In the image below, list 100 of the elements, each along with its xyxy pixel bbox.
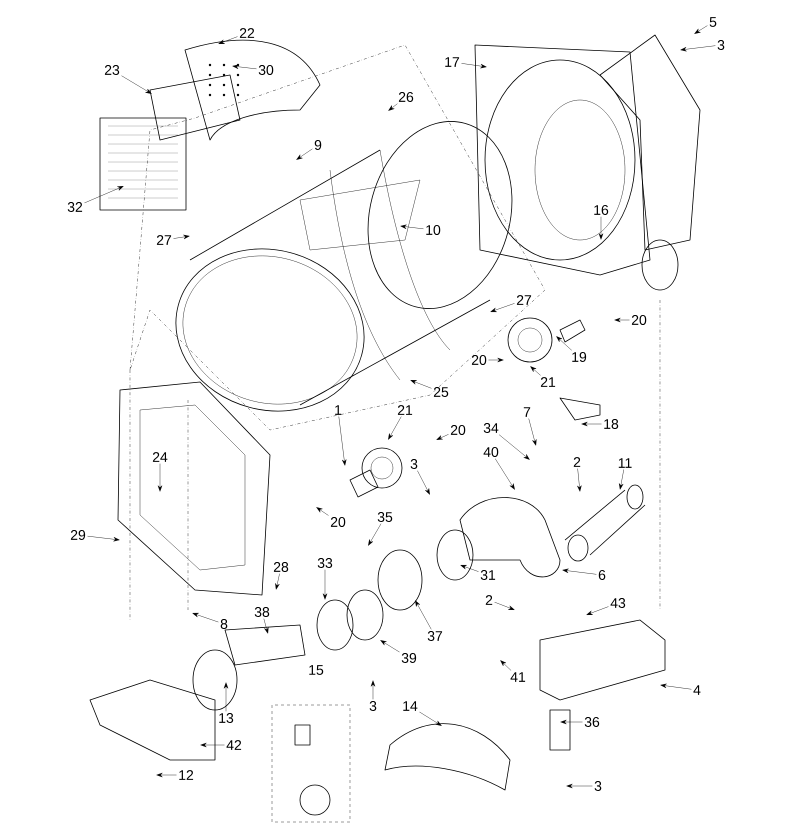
leader-line xyxy=(338,416,346,466)
leader-line xyxy=(388,416,402,440)
callout-number: 11 xyxy=(618,458,632,468)
leader-line xyxy=(581,422,602,426)
leader-line xyxy=(460,565,479,572)
callout-number: 38 xyxy=(254,607,270,617)
leader-line xyxy=(419,712,442,726)
leader-line xyxy=(498,434,530,460)
callout-number: 17 xyxy=(445,57,460,67)
leader-line xyxy=(370,680,376,700)
callout-number: 2 xyxy=(486,595,492,605)
leader-line xyxy=(488,358,504,362)
leader-line xyxy=(87,536,120,542)
leader-line xyxy=(410,380,432,389)
callout-number: 24 xyxy=(152,452,168,462)
leader-line xyxy=(598,216,604,240)
callout-number: 16 xyxy=(594,205,608,215)
leader-line xyxy=(322,569,328,600)
leader-line xyxy=(224,682,228,712)
callout-number: 25 xyxy=(434,387,448,397)
callout-number: 3 xyxy=(718,40,724,50)
leader-line xyxy=(660,684,692,690)
callout-number: 27 xyxy=(516,295,532,305)
leader-line xyxy=(495,458,515,490)
leader-line xyxy=(264,618,269,634)
callout-number: 3 xyxy=(410,459,418,469)
callout-number: 31 xyxy=(480,570,496,580)
callout-number: 13 xyxy=(219,713,234,723)
callout-number: 7 xyxy=(524,407,530,417)
callout-number: 42 xyxy=(226,740,242,750)
callout-number: 40 xyxy=(484,447,498,457)
leader-line xyxy=(500,660,512,671)
callout-number: 18 xyxy=(604,419,618,429)
leader-line xyxy=(528,418,537,446)
leader-line xyxy=(173,234,190,240)
leader-line xyxy=(577,468,582,492)
leader-line xyxy=(232,64,257,70)
callout-number: 15 xyxy=(309,665,324,675)
leader-line xyxy=(586,606,609,615)
callout-number: 20 xyxy=(632,315,646,325)
leader-line xyxy=(530,366,541,376)
callout-number: 20 xyxy=(472,355,486,365)
callout-number: 43 xyxy=(610,598,626,608)
callout-number: 36 xyxy=(584,717,600,727)
leader-line xyxy=(415,600,432,630)
callout-number: 39 xyxy=(402,653,416,663)
callout-number: 37 xyxy=(428,631,442,641)
leader-line xyxy=(614,318,630,322)
leader-line xyxy=(417,470,430,495)
callout-number: 34 xyxy=(484,423,498,433)
callout-number: 28 xyxy=(274,562,288,572)
leader-line xyxy=(560,720,583,724)
callout-number: 21 xyxy=(398,405,412,415)
leader-line xyxy=(461,63,487,68)
callout-number: 21 xyxy=(540,377,556,387)
leader-line xyxy=(562,568,597,574)
callout-number: 30 xyxy=(258,65,274,75)
leader-line xyxy=(200,742,225,748)
leader-line xyxy=(566,784,593,788)
callout-number: 8 xyxy=(220,619,228,629)
callout-number: 12 xyxy=(179,770,194,780)
leader-line xyxy=(84,186,124,204)
callout-number: 26 xyxy=(398,92,414,102)
callout-number: 20 xyxy=(330,517,346,527)
leader-line xyxy=(275,573,280,590)
callout-number: 19 xyxy=(572,352,586,362)
callout-number: 22 xyxy=(240,28,254,38)
callout-number: 23 xyxy=(104,65,120,75)
leader-line xyxy=(380,640,400,652)
callout-number: 33 xyxy=(318,558,332,568)
leader-line xyxy=(400,224,424,230)
leader-line xyxy=(680,45,716,52)
leader-line xyxy=(156,772,177,778)
callout-number: 5 xyxy=(710,17,716,27)
callout-number: 27 xyxy=(156,235,172,245)
leader-line xyxy=(296,148,313,160)
leader-line xyxy=(494,602,515,610)
leader-line xyxy=(158,463,162,492)
leader-line xyxy=(316,507,329,516)
leader-line xyxy=(618,469,624,490)
callout-number: 29 xyxy=(70,530,86,540)
leader-line xyxy=(436,434,449,440)
callout-number: 14 xyxy=(403,701,418,711)
callout-number: 1 xyxy=(335,405,342,415)
callout-number: 9 xyxy=(314,140,322,150)
callout-number: 32 xyxy=(68,202,82,212)
leader-line xyxy=(490,303,515,312)
leader-line xyxy=(218,36,238,44)
leader-line xyxy=(388,103,398,111)
leader-line xyxy=(556,336,572,351)
leader-line xyxy=(121,76,152,94)
leader-line xyxy=(694,25,708,34)
leader-line xyxy=(368,523,382,546)
callout-number: 3 xyxy=(594,781,602,791)
callout-number: 6 xyxy=(598,570,606,580)
callout-number: 41 xyxy=(510,672,526,682)
callout-number: 35 xyxy=(378,512,392,522)
callout-number: 2 xyxy=(574,457,580,467)
callout-number: 20 xyxy=(450,425,466,435)
callout-number: 4 xyxy=(693,685,700,695)
